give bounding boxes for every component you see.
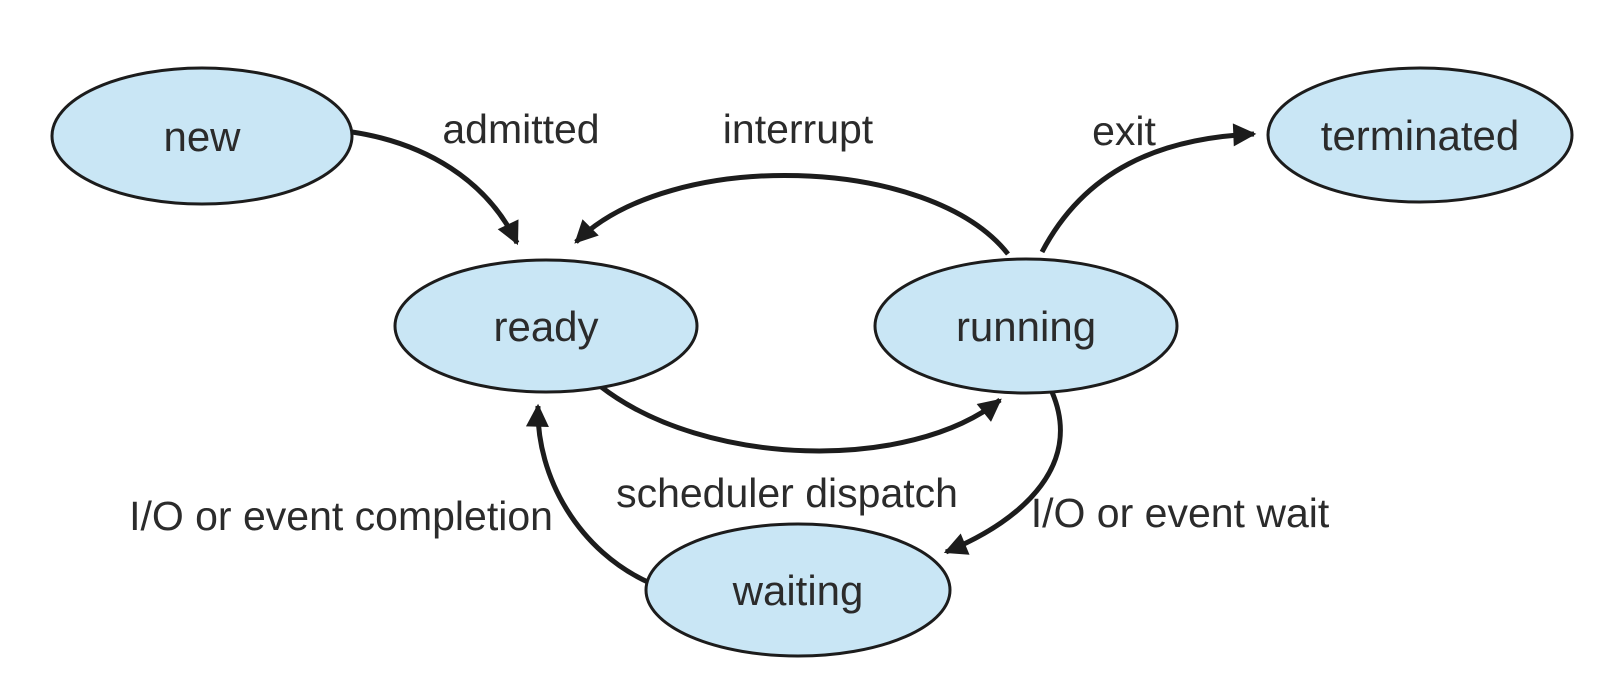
state-label-running: running [956, 303, 1096, 350]
edge-exit-arrow [1039, 123, 1257, 254]
edge-label-admitted: admitted [442, 106, 599, 152]
edge-label-io-wait: I/O or event wait [1031, 490, 1330, 536]
state-label-new: new [163, 113, 241, 160]
state-ellipse-new [50, 66, 354, 206]
edge-io-wait-arrow [943, 391, 1063, 555]
edge-label-interrupt: interrupt [723, 106, 874, 152]
state-node-new: new [50, 66, 354, 206]
edge-label-io-completion: I/O or event completion [129, 493, 553, 539]
state-ellipse-ready [393, 258, 699, 394]
state-label-terminated: terminated [1321, 112, 1519, 159]
edge-interrupt-arrow [574, 172, 1010, 256]
state-node-running: running [873, 257, 1179, 395]
state-label-waiting: waiting [732, 567, 864, 614]
edge-scheduler-dispatch-arrow [598, 384, 1002, 454]
state-node-ready: ready [393, 258, 699, 394]
state-ellipse-running [873, 257, 1179, 395]
edge-label-exit: exit [1092, 108, 1156, 154]
state-node-terminated: terminated [1266, 66, 1574, 204]
edge-admitted-arrow [351, 129, 520, 246]
edge-label-scheduler-dispatch: scheduler dispatch [616, 470, 958, 516]
edge-io-completion-arrow [525, 403, 652, 586]
state-ellipse-waiting [644, 522, 952, 658]
state-node-waiting: waiting [644, 522, 952, 658]
state-label-ready: ready [493, 303, 598, 350]
state-ellipse-terminated [1266, 66, 1574, 204]
